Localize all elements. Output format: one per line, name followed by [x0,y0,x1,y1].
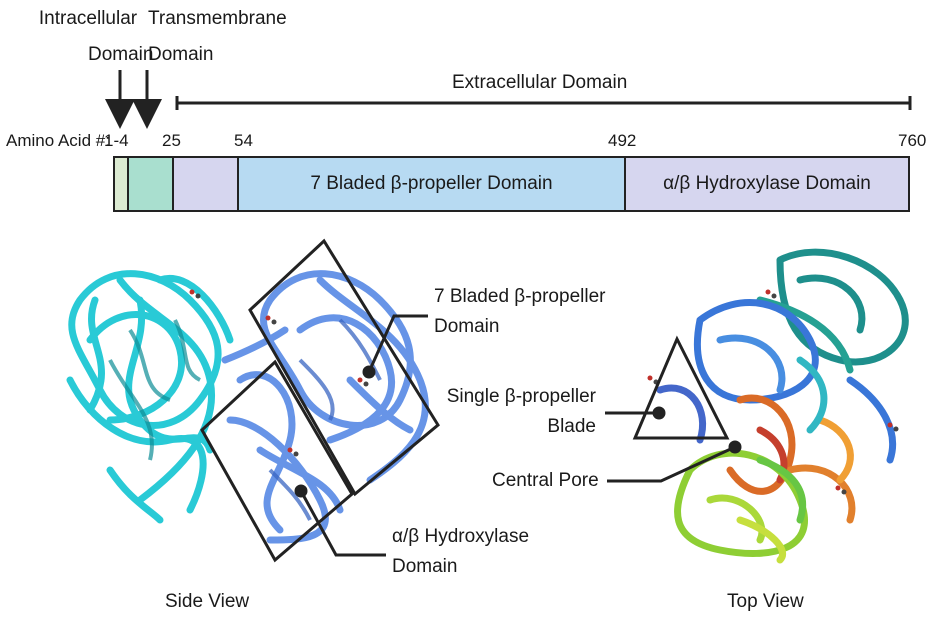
top-view-caption: Top View [727,591,804,612]
segment-propeller-label: 7 Bladed β-propeller Domain [310,173,553,194]
blade-annotation-line1: Single β-propeller [446,386,596,407]
segment-propeller: 7 Bladed β-propeller Domain [239,158,626,210]
top-green-region [674,449,808,557]
hydroxylase-annotation-line1: α/β Hydroxylase [392,526,530,547]
pore-annotation: Central Pore [492,470,599,491]
propeller-annotation: 7 Bladed β-propeller Domain [434,286,605,338]
propeller-box [248,238,440,497]
intracellular-line2: Domain [88,44,154,65]
segment-transmembrane [129,158,174,210]
hydroxylase-callout [294,484,386,557]
side-right-domain [221,270,429,544]
segment-hydroxylase: α/β Hydroxylase Domain [626,158,908,210]
propeller-annotation-line2: Domain [434,316,500,337]
blade-annotation-line2: Blade [547,416,596,437]
side-left-domain [66,270,234,524]
position-760: 760 [898,131,927,150]
hydroxylase-annotation-line2: Domain [392,556,458,577]
position-492: 492 [608,131,637,150]
intracellular-label: Intracellular Domain [28,8,154,66]
position-54: 54 [234,131,253,150]
blade-annotation: Single β-propeller Blade [446,386,596,438]
side-left-domain-shade [108,319,202,461]
side-view-caption: Side View [165,591,250,612]
top-view-structure [605,248,909,564]
top-teal-region [776,248,909,366]
position-1-4: 1-4 [104,131,129,150]
side-right-domain-shade [268,318,382,521]
transmembrane-line2: Domain [148,44,214,65]
hydroxylase-box [200,359,354,563]
side-view-structure [66,238,440,563]
intracellular-line1: Intracellular [38,8,138,29]
side-ligands [189,289,369,457]
position-25: 25 [162,131,181,150]
transmembrane-line1: Transmembrane [148,8,287,29]
segment-hydroxylase-label: α/β Hydroxylase Domain [663,173,871,194]
hydroxylase-annotation: α/β Hydroxylase Domain [392,526,529,578]
transmembrane-label: Transmembrane Domain [148,8,287,66]
top-blue-region [693,299,819,404]
segment-intracellular [115,158,129,210]
pore-callout [607,440,742,483]
domain-bar: 7 Bladed β-propeller Domain α/β Hydroxyl… [113,156,910,212]
extracellular-bracket [175,96,912,110]
amino-acid-label: Amino Acid #: [6,131,110,150]
propeller-annotation-line1: 7 Bladed β-propeller [434,286,606,307]
propeller-callout [362,314,428,379]
blade-callout [605,406,666,420]
extracellular-label: Extracellular Domain [452,72,628,93]
top-orange-region [726,394,796,495]
blade-triangle [632,335,730,440]
segment-extracellular-n [174,158,239,210]
